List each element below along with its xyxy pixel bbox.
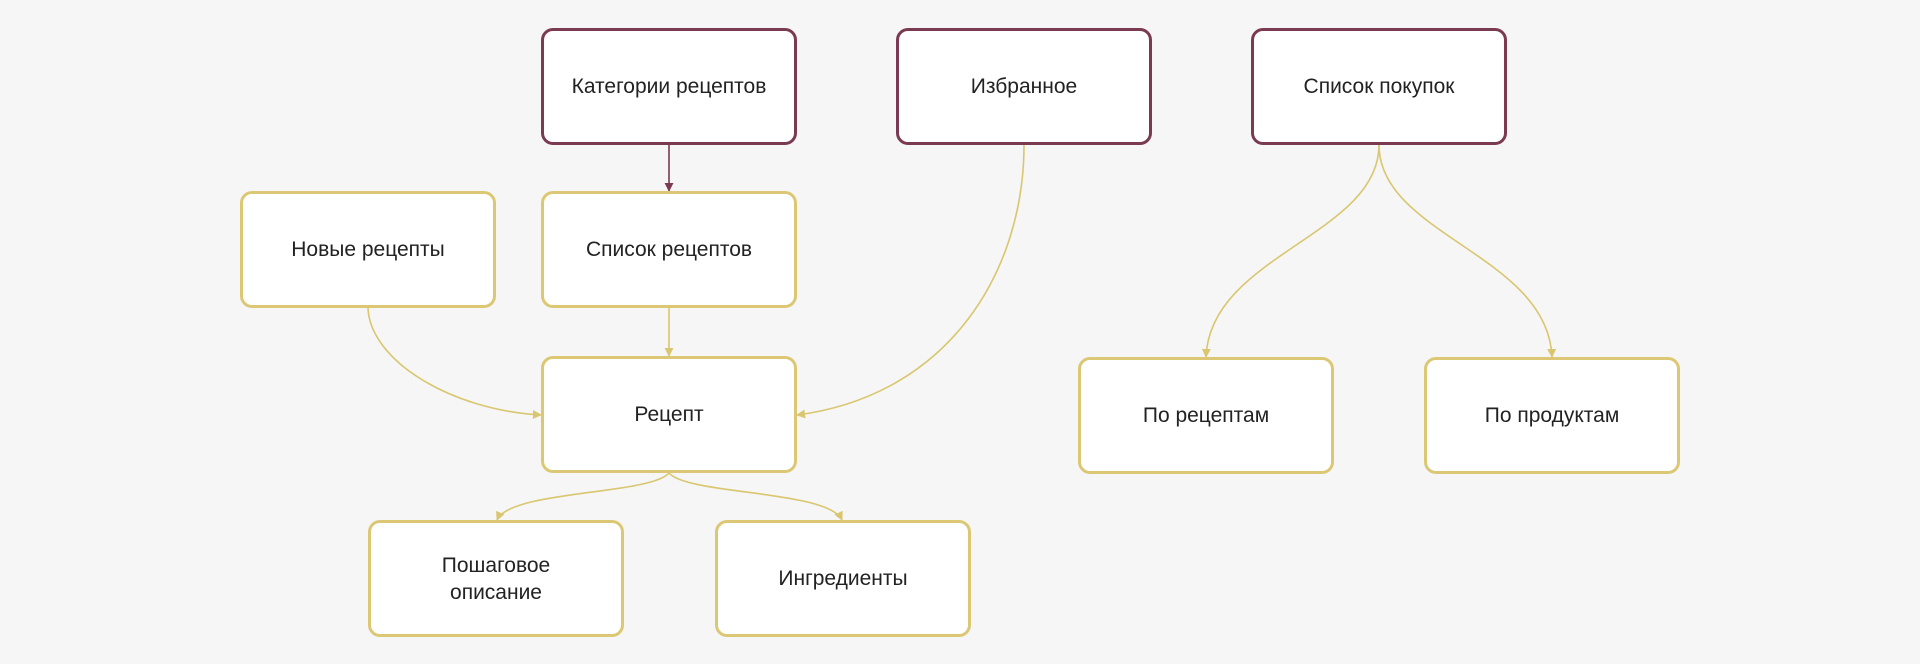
edge-recipe-to-ingredients [668,472,843,521]
node-new-recipes[interactable]: Новые рецепты [240,191,496,308]
node-label: По продуктам [1484,404,1620,427]
edge-shopping-list-to-by-products [1378,144,1557,358]
node-shopping-list[interactable]: Список покупок [1251,28,1507,145]
node-label: По рецептам [1142,404,1270,427]
node-recipe-categories[interactable]: Категории рецептов [541,28,797,145]
node-recipe[interactable]: Рецепт [541,356,797,473]
node-label: Список рецептов [585,238,753,261]
edge-shopping-list-to-by-recipes [1201,144,1380,358]
node-by-recipes[interactable]: По рецептам [1078,357,1334,474]
node-label: Пошаговое описание [441,553,551,604]
node-label: Ингредиенты [778,567,908,590]
node-label: Рецепт [634,403,704,426]
node-ingredients[interactable]: Ингредиенты [715,520,971,637]
edge-favorites-to-recipe [796,144,1025,419]
edge-new-recipes-to-recipe [367,307,542,420]
node-label: Избранное [970,75,1078,98]
node-step-by-step-description[interactable]: Пошаговое описание [368,520,624,637]
node-label: Список покупок [1303,75,1455,98]
node-favorites[interactable]: Избранное [896,28,1152,145]
node-recipe-list[interactable]: Список рецептов [541,191,797,308]
node-label: Категории рецептов [571,75,767,98]
node-by-products[interactable]: По продуктам [1424,357,1680,474]
node-label: Новые рецепты [291,238,445,261]
edge-recipe-to-steps [496,472,670,521]
